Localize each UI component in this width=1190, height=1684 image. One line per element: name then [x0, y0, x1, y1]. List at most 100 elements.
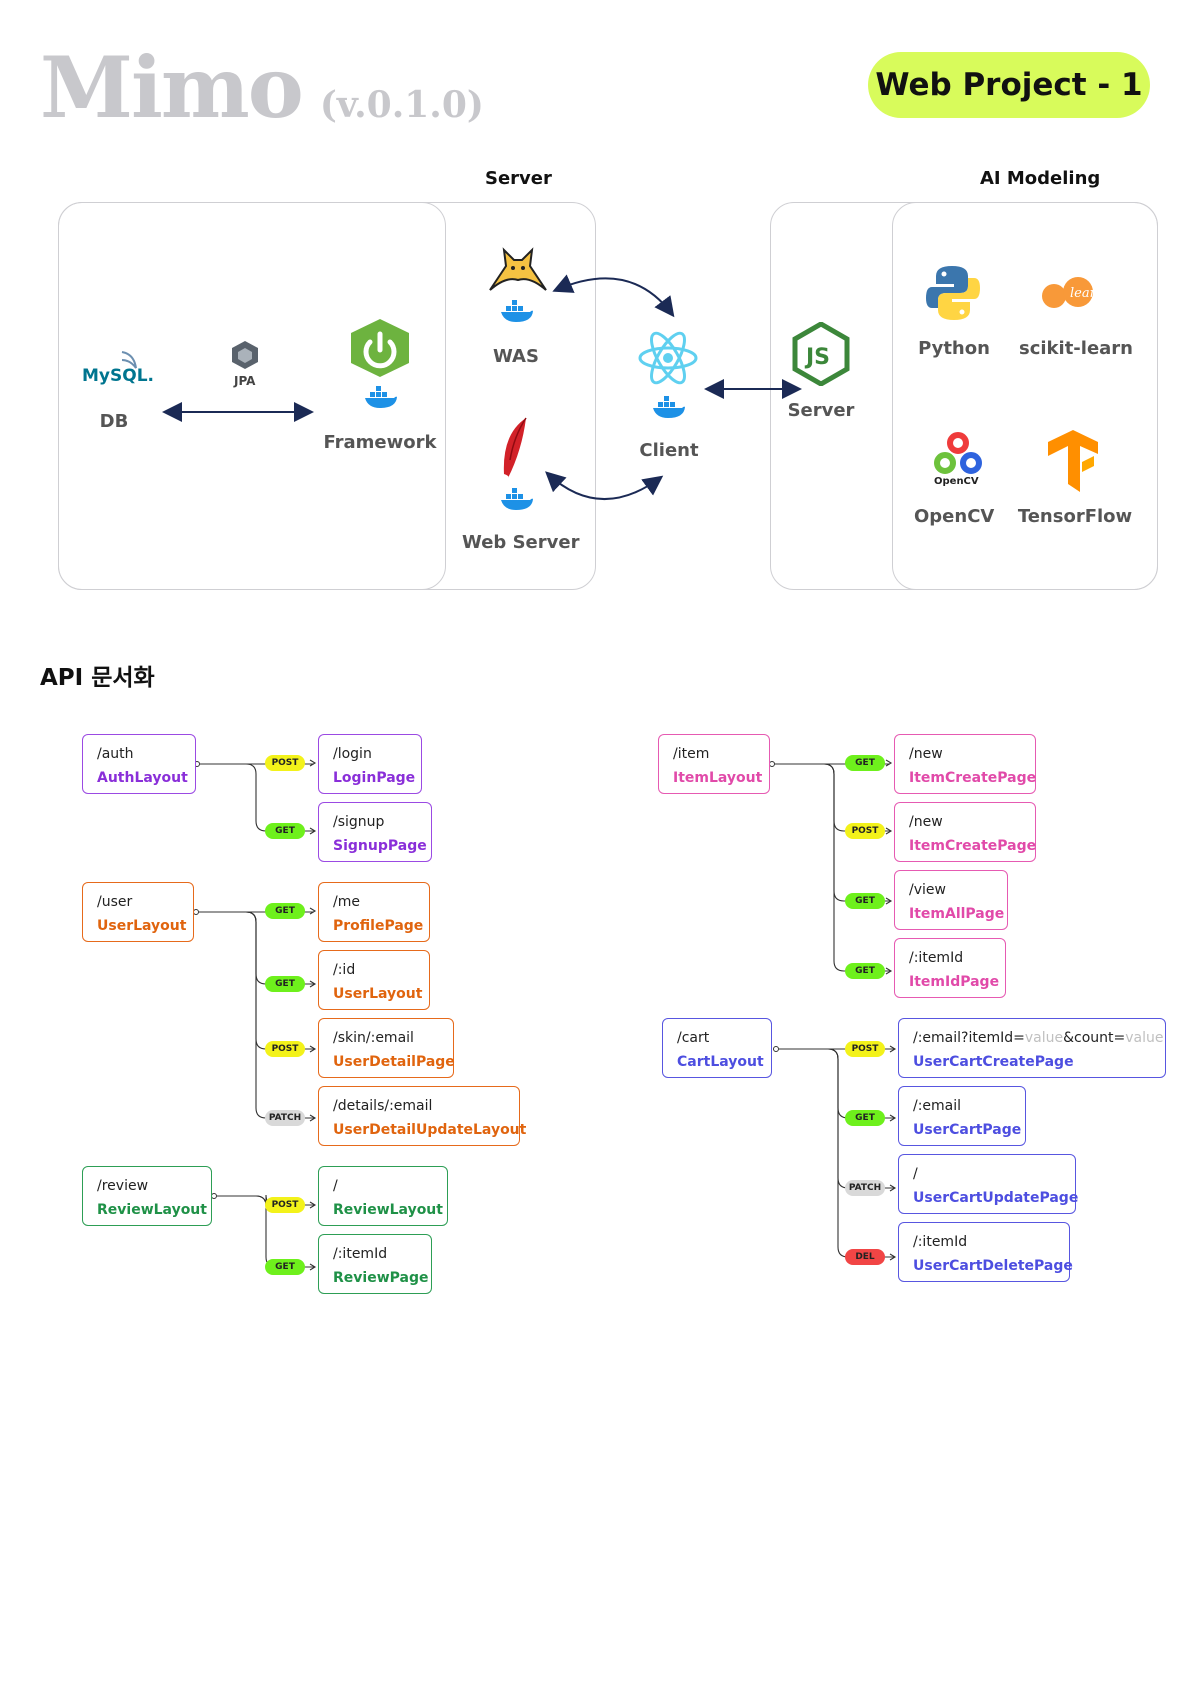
version-label: (v.0.1.0)	[319, 84, 484, 126]
route-path: /auth	[97, 746, 134, 762]
connector-arrowhead	[309, 1263, 317, 1271]
connector-line	[775, 763, 890, 972]
webserver-label: Web Server	[462, 532, 580, 553]
route-component: UserCartUpdatePage	[913, 1190, 1079, 1206]
route-path: /:email	[913, 1098, 962, 1114]
connector-line	[779, 1048, 894, 1258]
brand-name: Mimo	[40, 38, 304, 137]
route-component: CartLayout	[677, 1054, 764, 1070]
react-icon	[636, 328, 700, 392]
method-badge-patch: PATCH	[265, 1110, 305, 1126]
connector-arrowhead	[889, 1184, 897, 1192]
connector-arrowhead	[885, 759, 893, 767]
route-component: ItemAllPage	[909, 906, 1005, 922]
connector-line	[775, 763, 890, 832]
route-component: ItemCreatePage	[909, 838, 1037, 854]
connector-arrowhead	[885, 897, 893, 905]
path-placeholder: value	[1125, 1030, 1164, 1046]
route-path: /	[913, 1166, 918, 1182]
method-badge-post: POST	[265, 1197, 305, 1213]
connector-arrowhead	[889, 1114, 897, 1122]
python-label: Python	[918, 338, 990, 359]
route-path: /details/:email	[333, 1098, 433, 1114]
route-path: /view	[909, 882, 946, 898]
ai-inner-box	[892, 202, 1158, 590]
route-component: UserCartCreatePage	[913, 1054, 1074, 1070]
was-client-arrow	[552, 274, 675, 318]
webserver-client-arrow	[545, 471, 664, 500]
route-component: UserLayout	[97, 918, 187, 934]
method-badge-post: POST	[845, 823, 885, 839]
docker-icon	[500, 488, 534, 516]
route-path: /item	[673, 746, 710, 762]
tensorflow-label: TensorFlow	[1017, 506, 1133, 527]
server-section-title: Server	[485, 168, 552, 189]
docker-icon	[364, 386, 398, 414]
route-path: /new	[909, 814, 943, 830]
route-component: UserCartDeletePage	[913, 1258, 1073, 1274]
connector-arrowhead	[309, 759, 317, 767]
route-path: /:id	[333, 962, 356, 978]
route-path: /:itemId	[909, 950, 964, 966]
route-node-review-root[interactable]: /ReviewLayout	[318, 1166, 448, 1226]
jpa-icon	[230, 340, 260, 374]
route-path: /:itemId	[333, 1246, 388, 1262]
route-component: ItemLayout	[673, 770, 763, 786]
brand-title: Mimo (v.0.1.0)	[40, 38, 484, 155]
python-icon	[924, 264, 982, 326]
connector-dot	[769, 761, 775, 767]
route-component: UserCartPage	[913, 1122, 1022, 1138]
spring-icon	[348, 318, 412, 382]
route-path: /user	[97, 894, 133, 910]
route-path: /signup	[333, 814, 385, 830]
route-component: LoginPage	[333, 770, 416, 786]
connector-dot	[211, 1193, 217, 1199]
route-node-cart-update[interactable]: / UserCartUpdatePage	[898, 1154, 1079, 1214]
route-path: /:itemId	[913, 1234, 968, 1250]
connector-arrowhead	[885, 827, 893, 835]
tensorflow-icon	[1044, 430, 1102, 498]
opencv-icon: OpenCV	[934, 432, 982, 487]
route-component: UserDetailUpdateLayout	[333, 1122, 527, 1138]
route-path: /me	[333, 894, 360, 910]
route-path: /login	[333, 746, 372, 762]
connector-arrowhead	[889, 1253, 897, 1261]
connector-arrowhead	[889, 1045, 897, 1053]
connector-line	[779, 1048, 894, 1119]
route-component: SignupPage	[333, 838, 427, 854]
nodejs-icon: JS	[792, 321, 850, 390]
method-badge-get: GET	[265, 976, 305, 992]
method-badge-get: GET	[265, 823, 305, 839]
mysql-icon: MySQL.	[82, 348, 154, 388]
route-component: ItemCreatePage	[909, 770, 1037, 786]
route-component: ReviewPage	[333, 1270, 429, 1286]
architecture-arrows	[162, 274, 802, 500]
backend-inner-box	[58, 202, 446, 590]
framework-label: Framework	[323, 432, 437, 453]
method-badge-get: GET	[265, 1259, 305, 1275]
method-badge-get: GET	[845, 893, 885, 909]
method-badge-patch: PATCH	[845, 1180, 885, 1196]
connector-arrowhead	[309, 1045, 317, 1053]
route-component: UserLayout	[333, 986, 423, 1002]
node-server-label: Server	[787, 400, 855, 421]
